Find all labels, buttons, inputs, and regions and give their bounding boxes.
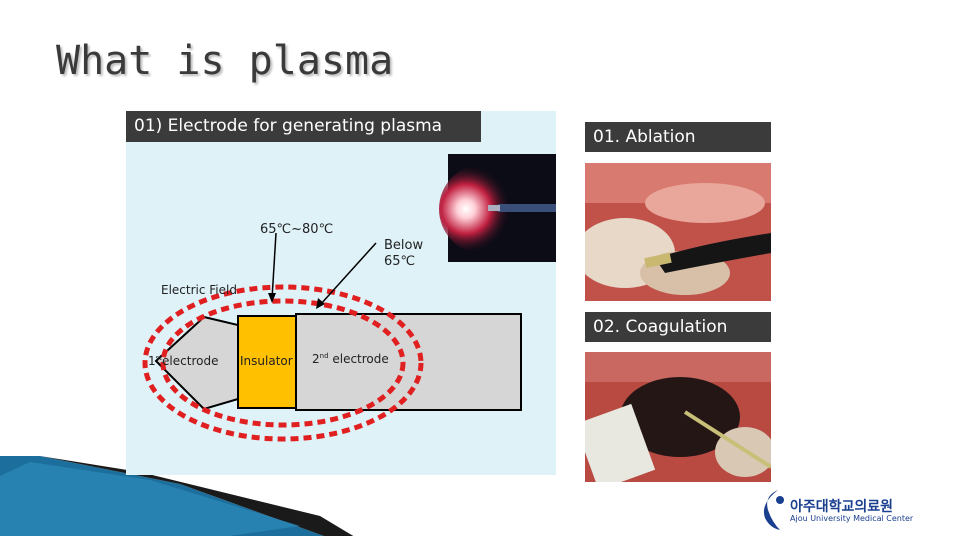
first-electrode-sup: st bbox=[155, 354, 163, 362]
ablation-photo bbox=[585, 163, 771, 301]
diagram-header: 01) Electrode for generating plasma bbox=[126, 111, 481, 142]
electric-field-outer-ellipse bbox=[142, 284, 424, 442]
ajou-medical-center-logo: 아주대학교의료원 Ajou University Medical Center bbox=[762, 488, 914, 532]
logo-korean-name: 아주대학교의료원 bbox=[790, 499, 894, 515]
arrow-high-temp bbox=[271, 232, 277, 300]
first-electrode-text: electrode bbox=[162, 354, 219, 368]
first-electrode-num: 1 bbox=[148, 354, 156, 368]
low-temp-line2: 65℃ bbox=[384, 254, 416, 269]
low-temp-line1: Below bbox=[384, 238, 424, 253]
insulator-label: Insulator bbox=[240, 354, 293, 368]
ajou-logo-icon bbox=[763, 490, 784, 530]
second-electrode-sup: nd bbox=[319, 352, 329, 360]
low-temp-label: Below 65℃ bbox=[384, 238, 423, 270]
arrow-low-temp bbox=[319, 242, 377, 306]
slide-title: What is plasma bbox=[56, 38, 394, 84]
decorative-swoosh bbox=[0, 456, 354, 536]
coagulation-header: 02. Coagulation bbox=[585, 312, 771, 342]
probe-photo bbox=[439, 154, 556, 262]
electric-field-label: Electric Field bbox=[161, 283, 237, 297]
first-electrode-label: 1stelectrode bbox=[148, 354, 218, 368]
coagulation-photo bbox=[585, 352, 771, 482]
logo-english-name: Ajou University Medical Center bbox=[790, 514, 914, 523]
second-electrode-num: 2 bbox=[312, 352, 320, 366]
ablation-header: 01. Ablation bbox=[585, 122, 771, 152]
first-electrode-shape bbox=[154, 315, 239, 411]
electrode-schematic bbox=[142, 154, 556, 442]
electric-field-inner-ellipse bbox=[160, 298, 406, 428]
second-electrode-text: electrode bbox=[332, 352, 389, 366]
high-temp-label: 65℃~80℃ bbox=[260, 222, 334, 237]
second-electrode-label: 2nd electrode bbox=[312, 352, 389, 366]
